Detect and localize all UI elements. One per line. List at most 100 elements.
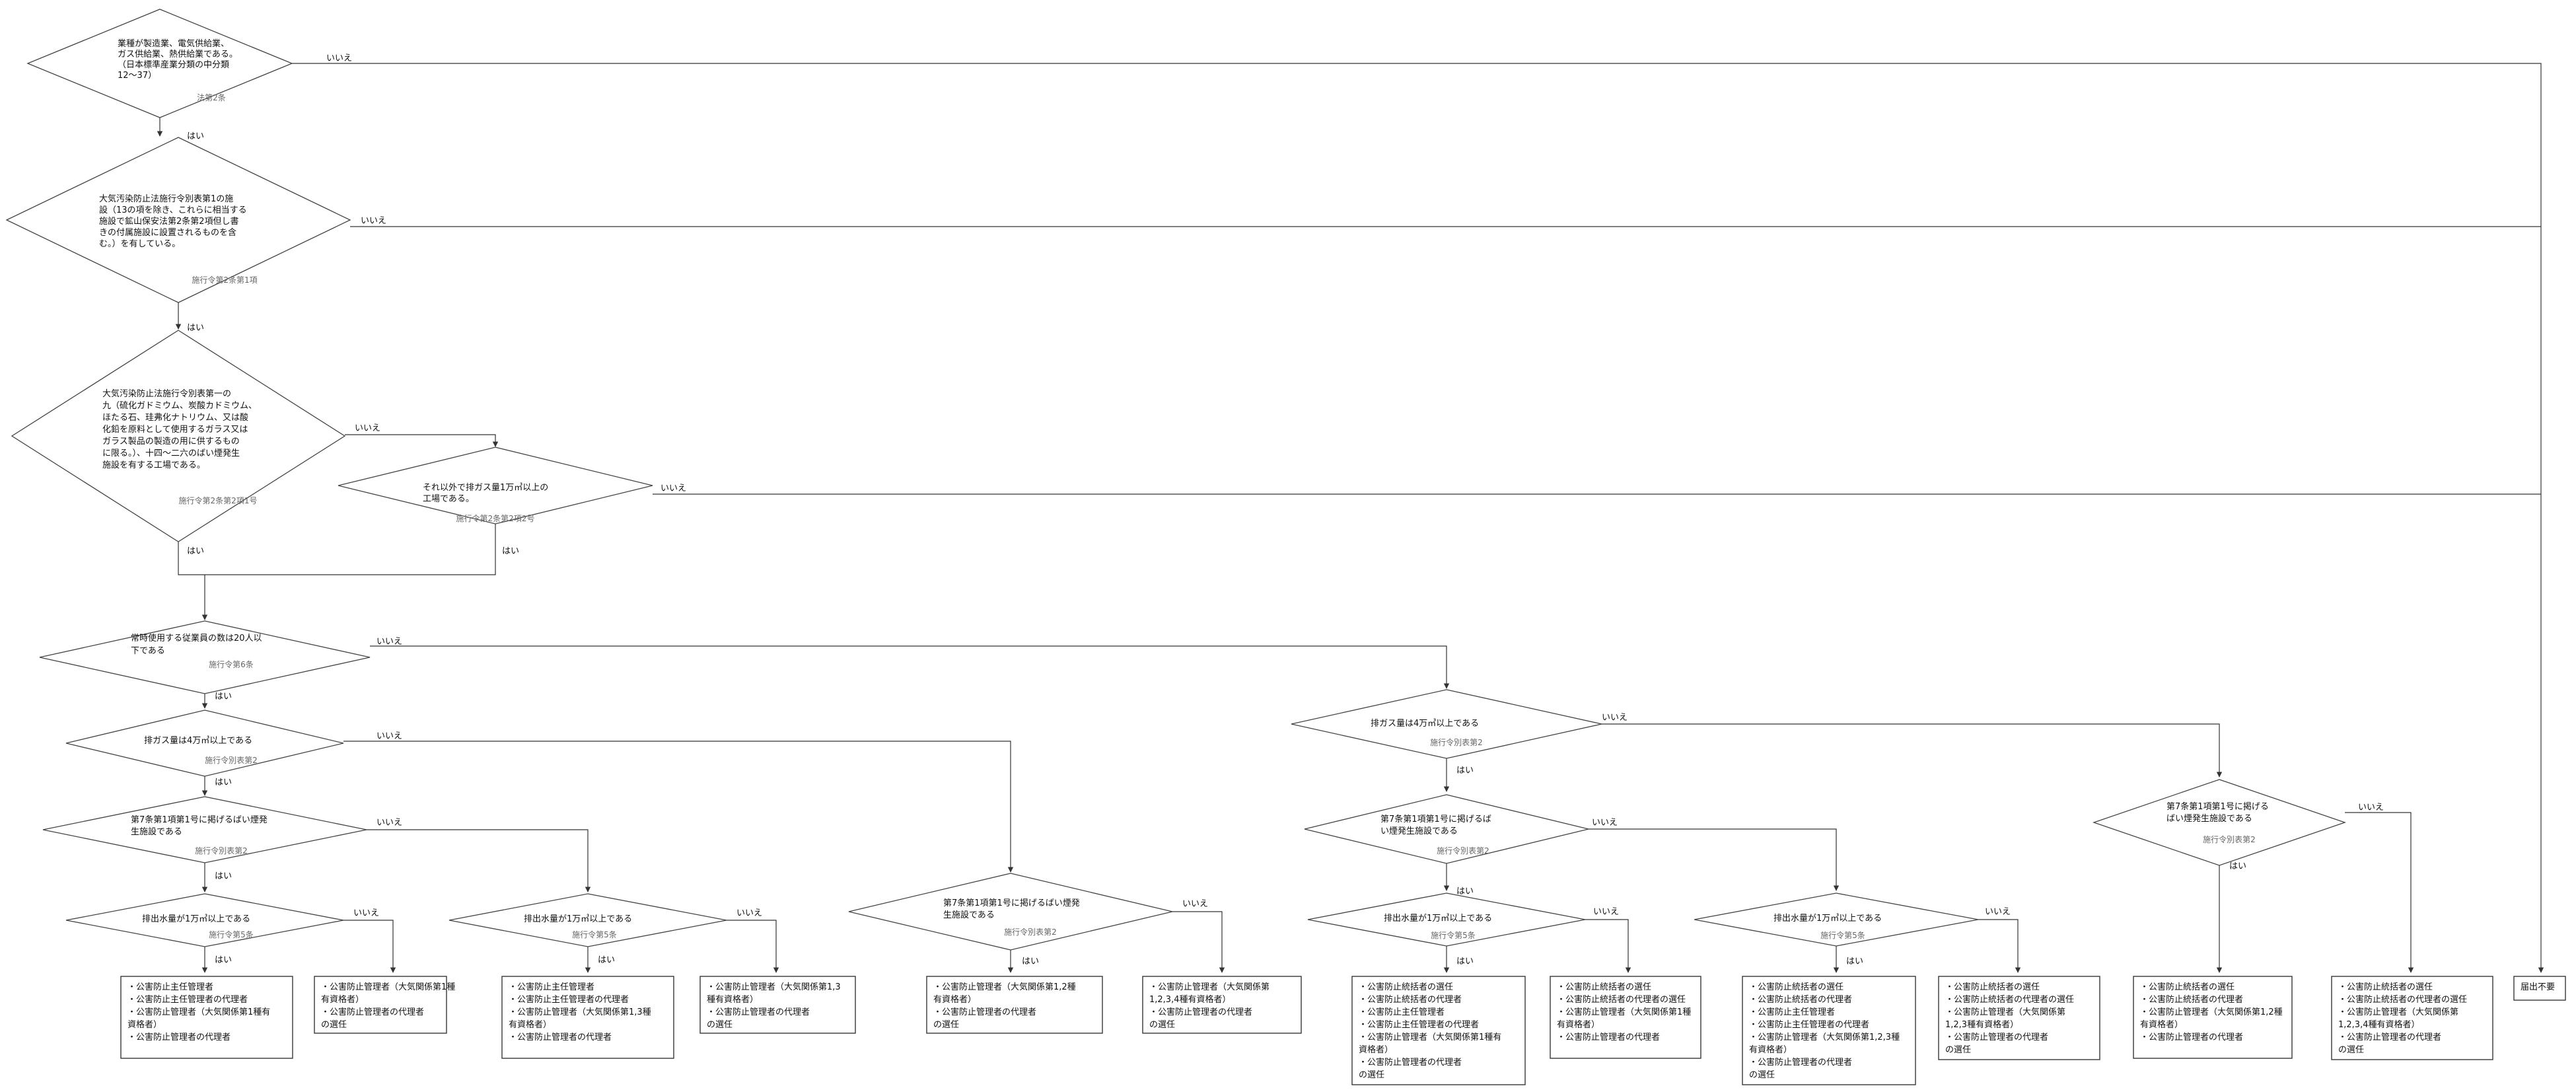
result-r8: ・公害防止統括者の選任・公害防止統括者の代理者の選任・公害防止管理者（大気関係第… xyxy=(1550,976,1701,1059)
decision-diamond xyxy=(338,447,653,525)
result-box xyxy=(1550,976,1701,1059)
edge-label-no: いいえ xyxy=(353,908,379,918)
edge-label-no: いいえ xyxy=(1593,907,1619,917)
decision-text-line: ガラス製品の製造の用に供するもの xyxy=(102,437,240,447)
connector xyxy=(1589,828,1840,891)
decision-ref: 施行令別表第2 xyxy=(195,846,248,855)
decision-ref: 施行令第2条第2項2号 xyxy=(456,513,535,523)
result-text-line: ・公害防止管理者の代理者 xyxy=(1149,1007,1252,1017)
result-text-line: の選任 xyxy=(1945,1045,1971,1055)
result-box xyxy=(2331,976,2493,1060)
result-text-line: ・公害防止管理者（大気関係第 xyxy=(1149,982,1270,992)
result-text-line: ・公害防止管理者の代理者 xyxy=(707,1007,810,1017)
edge-label-yes: はい xyxy=(1022,957,1039,966)
edge-label-yes: はい xyxy=(1456,887,1474,896)
decision-text-line: に限る。）、十四～二六のばい煙発生 xyxy=(102,449,240,458)
decision-diamond xyxy=(848,873,1173,951)
result-text-line: ・公害防止統括者の選任 xyxy=(2140,982,2235,992)
decision-diamond xyxy=(11,330,346,542)
result-text-line: ・公害防止管理者の代理者 xyxy=(321,1007,424,1017)
edge-label-no: いいえ xyxy=(326,54,352,63)
connector xyxy=(1172,911,1225,973)
result-box xyxy=(501,976,674,1059)
result-text-line: ・公害防止管理者（大気関係第1種有 xyxy=(127,1007,270,1017)
edge-label-yes: はい xyxy=(187,546,204,556)
result-text-line: ・公害防止主任管理者の代理者 xyxy=(127,994,248,1005)
decision-d2: 大気汚染防止法施行令別表第1の施設（13の項を除き、これらに相当する施設で鉱山保… xyxy=(5,137,351,303)
result-box xyxy=(699,976,856,1034)
decision-ref: 施行令第5条 xyxy=(209,929,254,939)
result-text-line: 有資格者） xyxy=(509,1019,552,1030)
edge-label-no: いいえ xyxy=(376,637,402,647)
result-r10: ・公害防止統括者の選任・公害防止統括者の代理者の選任・公害防止管理者（大気関係第… xyxy=(1938,976,2100,1060)
result-box xyxy=(314,976,447,1034)
decision-d3: 大気汚染防止法施行令別表第一の九（硫化ガドミウム、炭酸カドミウム、ほたる石、珪弗… xyxy=(11,330,346,542)
connector xyxy=(345,434,499,447)
decision-diamond xyxy=(448,893,727,947)
result-text-line: ・公害防止統括者の選任 xyxy=(1359,982,1453,992)
edge-label-no: いいえ xyxy=(1602,713,1628,723)
result-text-line: 種有資格者） xyxy=(707,994,758,1005)
decision-diamond xyxy=(1307,892,1586,947)
decision-ref: 施行令第6条 xyxy=(209,659,254,669)
decision-text-line: （日本標準産業分類の中分類 xyxy=(118,59,229,70)
edge-label-no: いいえ xyxy=(376,731,402,741)
result-r13: 届出不要 xyxy=(2513,976,2566,1001)
result-box xyxy=(2133,976,2293,1059)
result-box xyxy=(1351,976,1526,1085)
decision-text-line: 12～37） xyxy=(118,71,157,81)
result-text-line: の選任 xyxy=(1149,1020,1175,1030)
result-text-line: ・公害防止管理者（大気関係第1,3種 xyxy=(509,1007,651,1017)
edge-label-yes: はい xyxy=(187,323,204,333)
result-text-line: ・公害防止統括者の選任 xyxy=(2338,982,2433,992)
edge-label-yes: はい xyxy=(187,131,204,141)
decision-diamond xyxy=(1304,794,1589,864)
decision-diamond xyxy=(65,709,344,777)
decision-text-line: 第7条第1項第1号に掲げるば xyxy=(1380,814,1491,824)
result-text-line: ・公害防止管理者の代理者 xyxy=(1945,1032,2048,1042)
decision-text-line: む。）を有している。 xyxy=(99,239,180,249)
result-text-line: の選任 xyxy=(321,1020,347,1030)
result-text-line: ・公害防止統括者の代理者 xyxy=(1749,994,1852,1005)
decision-ref: 施行令別表第2 xyxy=(1430,737,1483,747)
result-text-line: 資格者） xyxy=(127,1019,162,1030)
connector xyxy=(2345,812,2414,973)
connector xyxy=(367,829,591,892)
result-text-line: 有資格者） xyxy=(321,994,364,1005)
connector xyxy=(370,645,1450,689)
result-text-line: ・公害防止管理者（大気関係第1,2,3種 xyxy=(1749,1032,1900,1042)
decision-text-line: 施設を有する工場である。 xyxy=(102,460,205,470)
result-text-line: ・公害防止管理者の代理者 xyxy=(1557,1032,1660,1042)
result-box xyxy=(120,976,293,1059)
result-text-line: ・公害防止統括者の代理者 xyxy=(2140,994,2243,1005)
decision-ref: 施行令第5条 xyxy=(1820,930,1865,940)
result-text-line: ・公害防止管理者の代理者 xyxy=(127,1032,231,1042)
result-box xyxy=(1938,976,2100,1060)
decision-text-line: 施設で鉱山保安法第2条第2項但し書 xyxy=(99,216,239,227)
connector xyxy=(178,542,208,620)
edge-label-no: いいえ xyxy=(1592,818,1618,828)
decision-ref: 施行令第2条第1項 xyxy=(192,275,257,285)
result-text-line: ・公害防止統括者の代理者の選任 xyxy=(2338,994,2467,1005)
connector xyxy=(205,524,496,575)
result-text-line: ・公害防止管理者の代理者 xyxy=(2338,1032,2441,1042)
decision-text-line: 排ガス量は4万㎥以上である xyxy=(1371,719,1479,729)
decision-text-line: 化鉛を原料として使用するガラス又は xyxy=(102,424,248,435)
decision-text-line: 生施設である xyxy=(131,826,182,837)
decision-text-line: 大気汚染防止法施行令別表第1の施 xyxy=(99,194,233,204)
edge-label-yes: はい xyxy=(2229,861,2246,871)
connector xyxy=(1978,919,2021,973)
edge-label-yes: はい xyxy=(1846,957,1863,966)
decision-text-line: い煙発生施設である xyxy=(1380,826,1458,836)
connector xyxy=(1602,723,2223,778)
result-text-line: 有資格者） xyxy=(933,994,976,1005)
decision-diamond xyxy=(1291,689,1602,759)
result-text-line: ・公害防止主任管理者 xyxy=(1749,1007,1835,1017)
result-text-line: ・公害防止統括者の代理者の選任 xyxy=(1945,994,2074,1005)
result-text-line: ・公害防止主任管理者の代理者 xyxy=(1359,1019,1479,1030)
connector xyxy=(1585,919,1631,973)
result-text-line: ・公害防止管理者（大気関係第1,2種 xyxy=(933,982,1076,992)
